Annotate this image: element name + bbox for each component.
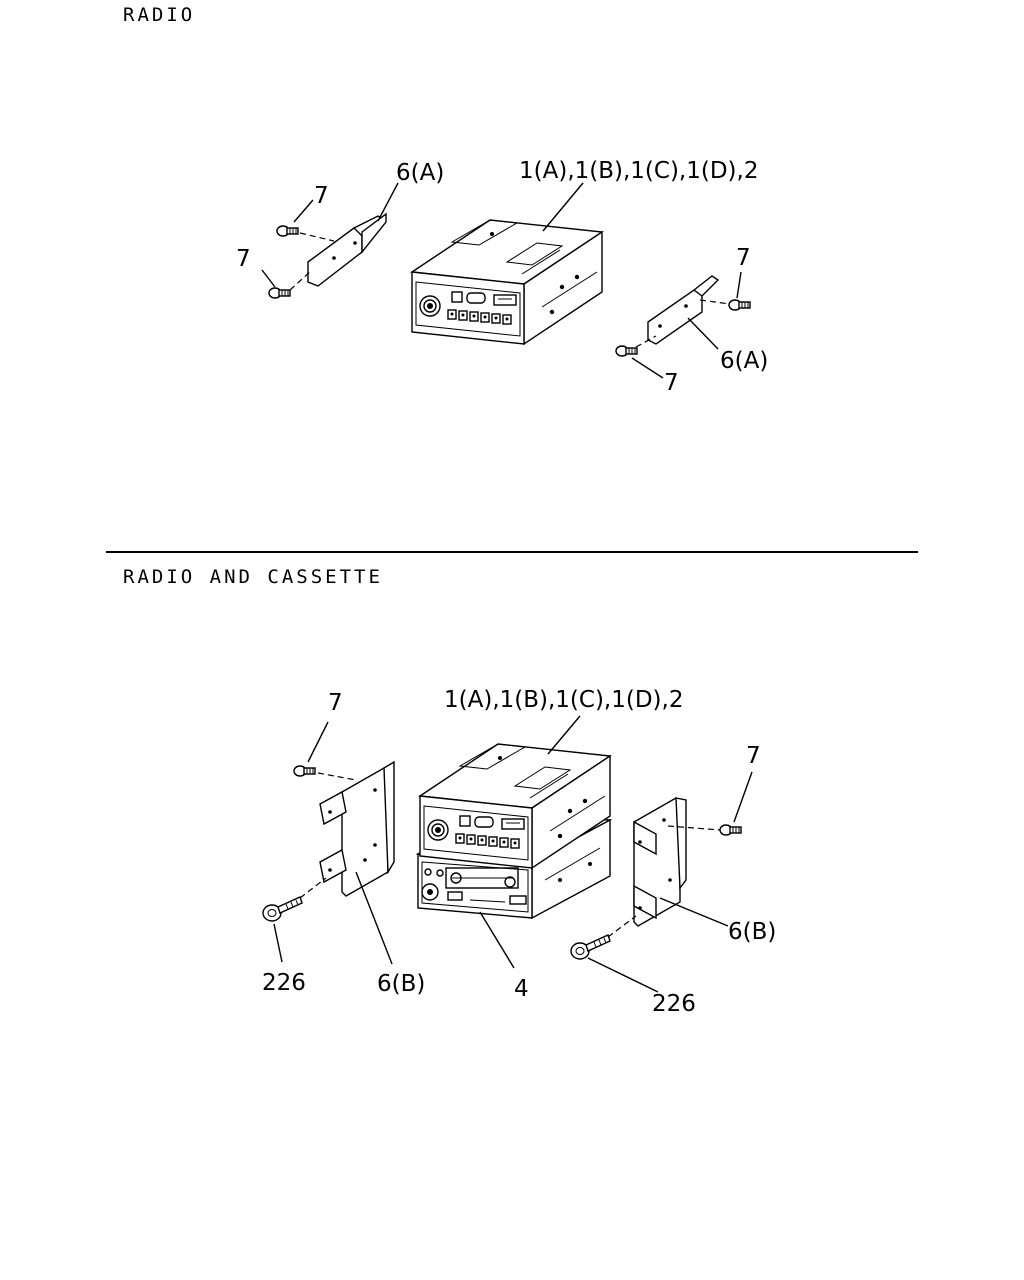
bolt-226-left — [262, 896, 303, 922]
bracket-right-6a — [647, 275, 720, 345]
section-title-radio-and-cassette: RADIO AND CASSETTE — [123, 566, 383, 588]
screw-7-upper-left — [276, 225, 299, 237]
callout-rc-screw-left: 7 — [328, 690, 343, 716]
callout-radio-bracket-left: 6(A) — [396, 160, 444, 186]
callout-rc-screw-right: 7 — [746, 743, 761, 769]
callout-radio-screw-2: 7 — [236, 246, 251, 272]
callout-radio-screw-3: 7 — [736, 245, 751, 271]
screw-7-upper-right — [728, 299, 751, 311]
screw-7-lower-left — [268, 287, 291, 299]
bracket-left-6b — [319, 760, 395, 897]
radio-assembly: 1(A),1(B),1(C),1(D),2 6(A) 7 7 7 6(A) 7 — [236, 158, 768, 396]
callout-radio-unit: 1(A),1(B),1(C),1(D),2 — [519, 158, 758, 184]
callout-rc-bolt-right: 226 — [652, 991, 696, 1017]
bracket-right-6b — [633, 797, 687, 927]
callout-radio-screw-1: 7 — [314, 183, 329, 209]
callout-radio-bracket-right: 6(A) — [720, 348, 768, 374]
callout-rc-cassette: 4 — [514, 976, 529, 1002]
callout-rc-unit: 1(A),1(B),1(C),1(D),2 — [444, 687, 683, 713]
callout-rc-bracket-right: 6(B) — [728, 919, 776, 945]
callout-radio-screw-4: 7 — [664, 370, 679, 396]
radio-cassette-assembly: 1(A),1(B),1(C),1(D),2 7 7 6(B) 226 6(B) … — [262, 687, 776, 1017]
radio-head-unit — [411, 219, 603, 345]
callout-rc-bolt-left: 226 — [262, 970, 306, 996]
section-divider — [106, 551, 918, 553]
callout-rc-bracket-left: 6(B) — [377, 971, 425, 997]
section-title-radio: RADIO — [123, 4, 196, 26]
screw-7-left — [293, 765, 316, 777]
screw-7-right — [719, 824, 742, 836]
bolt-226-right — [570, 934, 611, 960]
bracket-left-6a — [307, 212, 387, 287]
screw-7-lower-right — [615, 345, 638, 357]
